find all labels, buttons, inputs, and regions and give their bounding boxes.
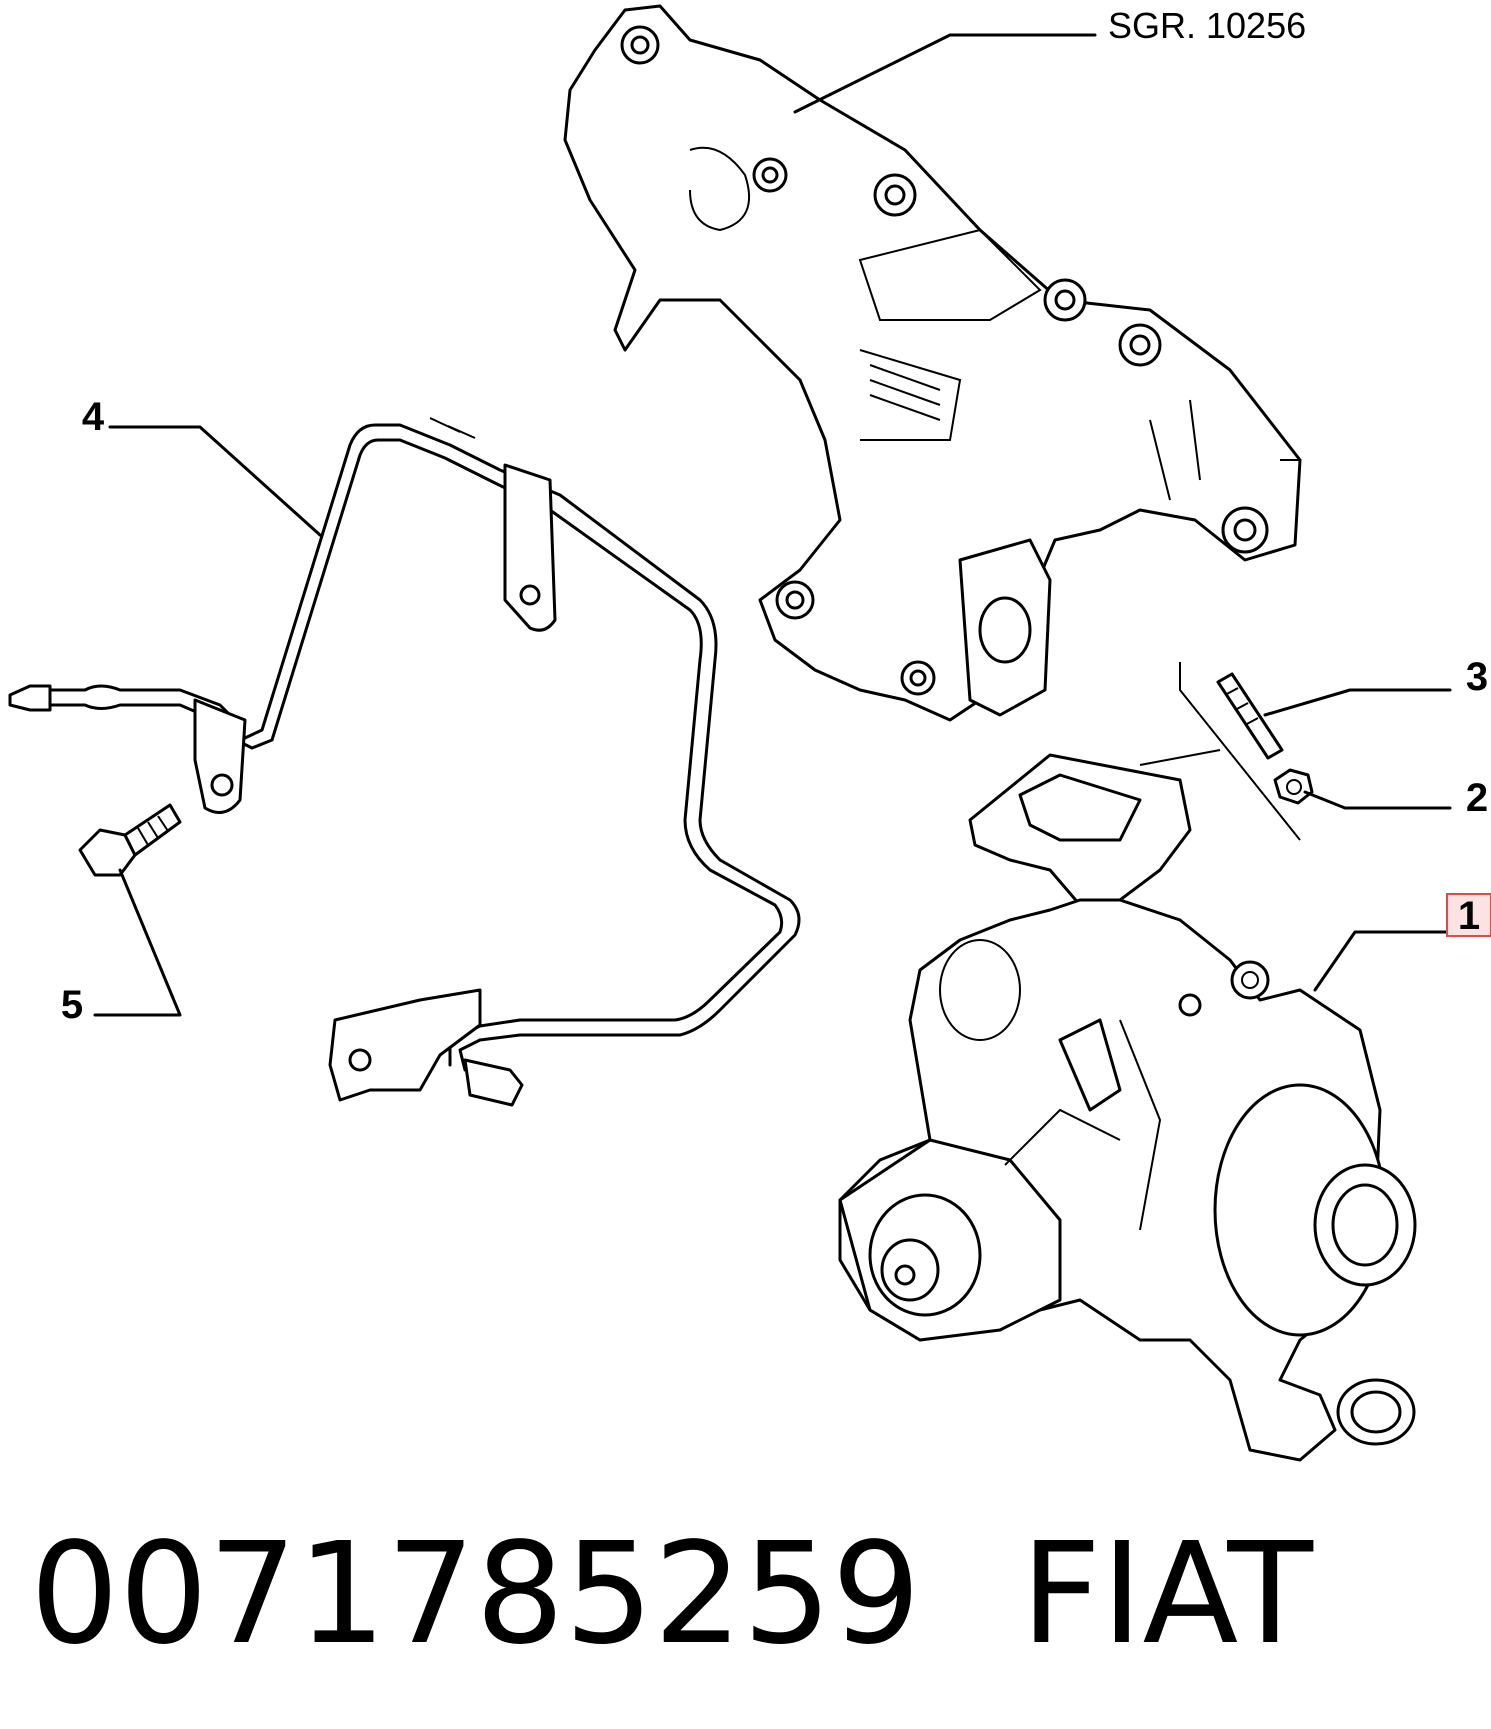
leader-2 <box>1303 790 1452 810</box>
leader-lines <box>93 33 1452 1017</box>
leader-ref <box>793 33 1097 114</box>
stud-and-nut <box>1179 662 1314 841</box>
callout-5[interactable]: 5 <box>61 983 83 1027</box>
turbocharger <box>838 753 1417 1462</box>
oil-feed-pipe <box>8 417 801 1107</box>
brand-name: FIAT <box>1020 1513 1313 1676</box>
callout-4[interactable]: 4 <box>82 395 105 439</box>
leader-1 <box>1313 930 1452 992</box>
part-number: 0071785259 <box>30 1513 921 1676</box>
leader-4 <box>108 425 322 537</box>
callout-1[interactable]: 1 <box>1458 894 1480 938</box>
callout-1-highlight <box>1446 893 1491 937</box>
banjo-bolt <box>78 803 182 877</box>
leader-5 <box>93 868 182 1017</box>
group-reference-label: SGR. 10256 <box>1108 5 1306 46</box>
part-caption: 0071785259 FIAT <box>30 1515 1413 1675</box>
callout-2[interactable]: 2 <box>1466 776 1488 820</box>
leader-3 <box>1263 688 1452 717</box>
exhaust-manifold <box>563 4 1302 722</box>
callout-3[interactable]: 3 <box>1466 655 1488 699</box>
